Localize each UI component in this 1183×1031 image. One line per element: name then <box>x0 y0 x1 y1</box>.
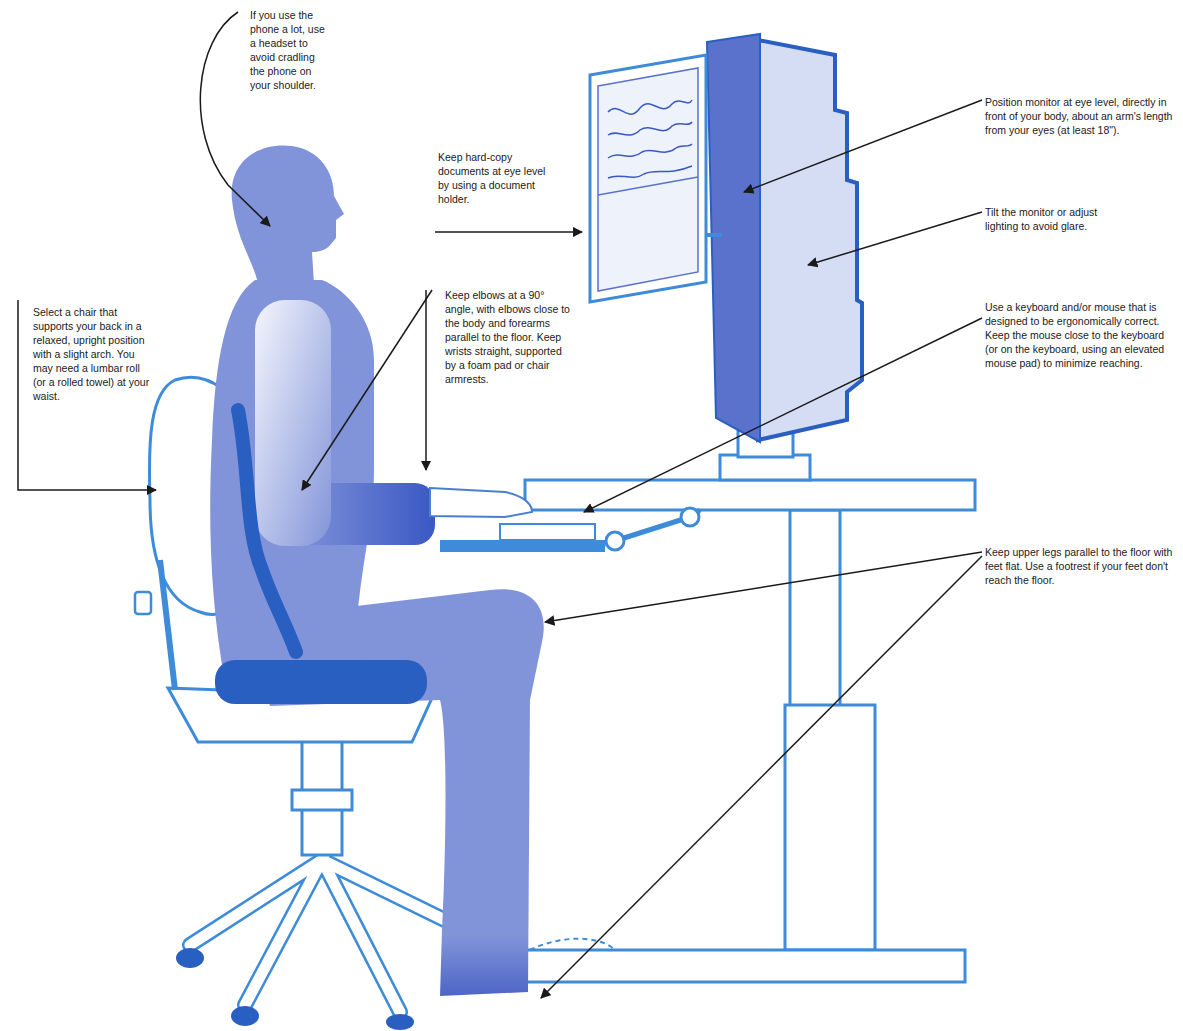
desk-foot-plate <box>525 950 965 982</box>
callout-note: If you use the phone a lot, use a headse… <box>250 8 332 92</box>
leader-line <box>744 100 982 192</box>
leader-line <box>584 318 982 512</box>
leader-line <box>425 290 427 470</box>
desk <box>525 480 975 982</box>
callout-note: Tilt the monitor or adjust lighting to a… <box>985 205 1103 233</box>
monitor-base <box>720 455 810 480</box>
leader-line <box>302 290 432 490</box>
leader-line <box>435 231 582 233</box>
monitor-back <box>758 40 862 440</box>
callout-note: Position monitor at eye level, directly … <box>985 95 1175 137</box>
monitor <box>707 34 862 480</box>
leader-line <box>18 300 156 490</box>
desk-leg-lower <box>785 705 875 950</box>
callout-note: Use a keyboard and/or mouse that is desi… <box>985 300 1177 370</box>
footrest-outline <box>530 939 615 950</box>
callout-note: Keep hard-copy documents at eye level by… <box>438 150 548 206</box>
monitor-screen <box>707 34 760 442</box>
callout-note: Select a chair that supports your back i… <box>33 305 151 403</box>
leader-line <box>545 552 982 622</box>
leader-line <box>541 556 982 998</box>
desk-top <box>525 480 975 510</box>
document-holder <box>590 55 722 302</box>
callout-note: Keep upper legs parallel to the floor wi… <box>985 545 1175 587</box>
callout-note: Keep elbows at a 90° angle, with elbows … <box>445 288 573 386</box>
keyboard-tray <box>430 488 700 552</box>
leader-lines <box>18 12 982 998</box>
person-figure <box>210 145 544 996</box>
leader-line <box>808 212 982 265</box>
